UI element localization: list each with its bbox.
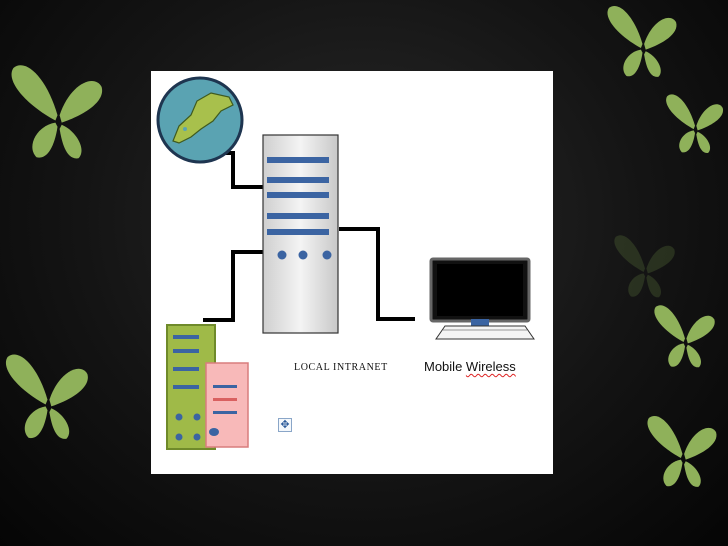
butterfly-shadow-icon xyxy=(614,235,675,298)
butterfly-icon xyxy=(647,415,717,487)
butterfly-icon xyxy=(654,305,715,368)
butterfly-icon xyxy=(666,94,724,153)
diagram-canvas: LOCAL INTRANET Mobile Wireless ✥ xyxy=(151,71,553,474)
network-diagram xyxy=(156,76,535,450)
butterfly-icon xyxy=(607,5,677,77)
move-handle-icon[interactable]: ✥ xyxy=(278,418,292,432)
butterfly-icon xyxy=(11,65,103,159)
butterfly-icon xyxy=(5,354,88,439)
local-intranet-label: LOCAL INTRANET xyxy=(294,362,388,373)
mobile-word: Mobile xyxy=(424,359,463,374)
wireless-word: Wireless xyxy=(465,359,516,374)
move-arrows-icon: ✥ xyxy=(280,418,290,431)
small-server-icon xyxy=(205,362,249,448)
wireless-monitor-icon xyxy=(429,257,535,340)
mobile-wireless-label: Mobile Wireless xyxy=(424,359,516,374)
server-wireless-link xyxy=(339,227,415,321)
globe-icon xyxy=(156,76,244,164)
pc-server-link xyxy=(203,250,263,322)
server-tower-icon xyxy=(262,134,339,334)
